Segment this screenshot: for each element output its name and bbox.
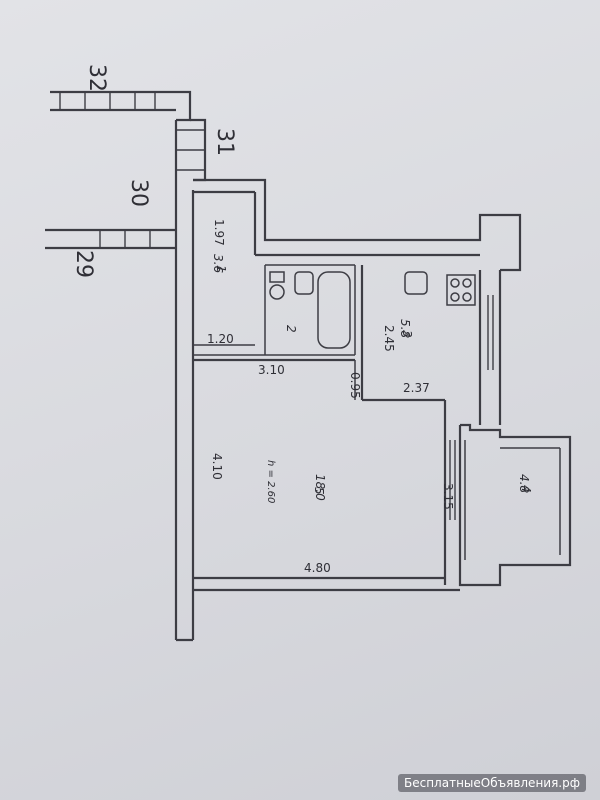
- axis-label-31: 31: [212, 128, 237, 156]
- room-4-label: 4 4.8: [517, 474, 533, 493]
- stove-burners: [450, 278, 472, 302]
- room-1-label: 1 3.6: [211, 254, 228, 273]
- dim-4-80: 4.80: [304, 561, 331, 575]
- dim-1-97: 1.97: [212, 219, 226, 246]
- stove: [446, 274, 476, 306]
- bathtub: [317, 271, 351, 349]
- ceiling-height: h = 2.60: [265, 460, 276, 503]
- lower-wall-hatching: [99, 230, 151, 248]
- dim-1-20: 1.20: [207, 332, 234, 346]
- room-4-area: 4.8: [517, 474, 531, 493]
- room-5-area: 18.0: [313, 474, 327, 501]
- balcony-outline: [458, 423, 572, 587]
- toilet: [269, 284, 285, 300]
- watermark: БесплатныеОбъявления.рф: [398, 774, 586, 792]
- kitchen-sink: [404, 271, 428, 295]
- room-2-label: 2: [284, 325, 298, 333]
- room-1-number: 1: [214, 265, 228, 273]
- room-5-label: 5 18.0 h = 2.60: [265, 460, 327, 503]
- dim-3-10: 3.10: [258, 363, 285, 377]
- room-4-number: 4: [519, 485, 533, 493]
- dim-3-15: 3.15: [441, 483, 455, 510]
- dim-2-37: 2.37: [403, 381, 430, 395]
- axis-label-29: 29: [71, 250, 96, 278]
- room-1-area: 3.6: [211, 254, 225, 273]
- room-3-label: 3 5.8: [398, 319, 414, 338]
- room-3-area: 5.8: [398, 319, 412, 338]
- dim-2-45: 2.45: [382, 325, 396, 352]
- room-5-number: 5: [312, 487, 326, 495]
- room-3-number: 3: [400, 330, 414, 338]
- dim-4-10: 4.10: [210, 453, 224, 480]
- upper-wall-hatching: [59, 92, 204, 171]
- bathroom-sink: [294, 271, 314, 295]
- toilet-tank: [269, 271, 285, 283]
- kitchen-window-hatching: [487, 295, 494, 370]
- top-wall-upper: [50, 90, 192, 122]
- axis-label-32: 32: [84, 64, 109, 92]
- balcony-door-hatching: [449, 440, 456, 520]
- top-wall-rooms: [193, 178, 522, 272]
- dim-0-95: 0.95: [348, 372, 362, 399]
- axis-label-30: 30: [126, 179, 151, 207]
- room-2-number: 2: [284, 325, 298, 333]
